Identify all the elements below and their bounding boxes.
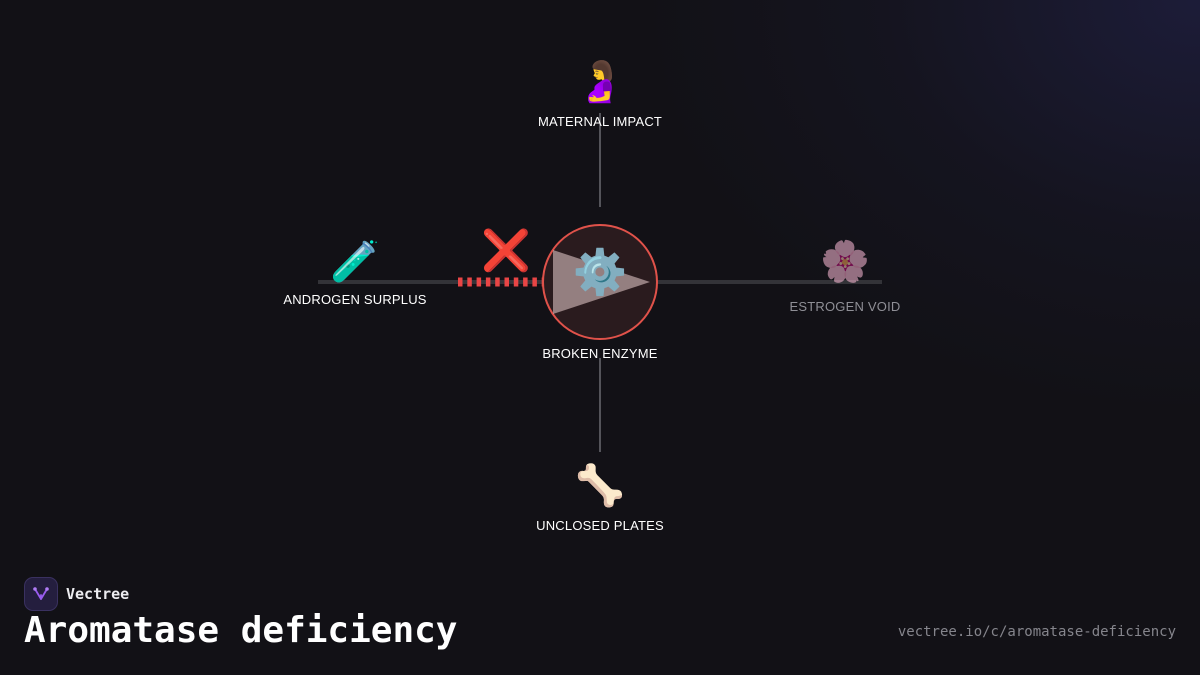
test-tube-icon: 🧪	[330, 239, 380, 285]
cherry-blossom-icon: 🌸	[820, 239, 870, 285]
node-unclosed-plates: 🦴 UNCLOSED PLATES	[536, 462, 664, 533]
bone-icon: 🦴	[575, 463, 625, 509]
androgen-surplus-label: ANDROGEN SURPLUS	[283, 292, 427, 307]
estrogen-void-label: ESTROGEN VOID	[789, 299, 901, 314]
gear-icon: ⚙️	[572, 247, 628, 298]
brand-name: Vectree	[66, 585, 130, 603]
estrogen-void-caption: ESTROGEN VOID	[790, 299, 901, 314]
node-androgen-surplus: 🧪 ANDROGEN SURPLUS	[283, 238, 426, 307]
cross-mark-icon: ❌	[481, 228, 531, 274]
page-title: Aromatase deficiency	[24, 610, 458, 651]
maternal-impact-label: MATERNAL IMPACT	[537, 114, 663, 129]
node-maternal-impact: 🤰 MATERNAL IMPACT	[538, 58, 662, 129]
vectree-logo-icon	[24, 577, 58, 611]
unclosed-plates-label: UNCLOSED PLATES	[536, 518, 664, 533]
blocked-marker: ❌	[481, 227, 531, 275]
pregnant-woman-icon: 🤰	[575, 59, 625, 105]
page-url[interactable]: vectree.io/c/aromatase-deficiency	[897, 624, 1176, 640]
flow-arrow	[553, 250, 650, 314]
node-estrogen-void: 🌸	[820, 238, 870, 286]
node-broken-enzyme: ⚙️ BROKEN ENZYME	[542, 247, 658, 362]
brand[interactable]: Vectree	[24, 577, 129, 611]
broken-enzyme-label: BROKEN ENZYME	[542, 346, 658, 361]
